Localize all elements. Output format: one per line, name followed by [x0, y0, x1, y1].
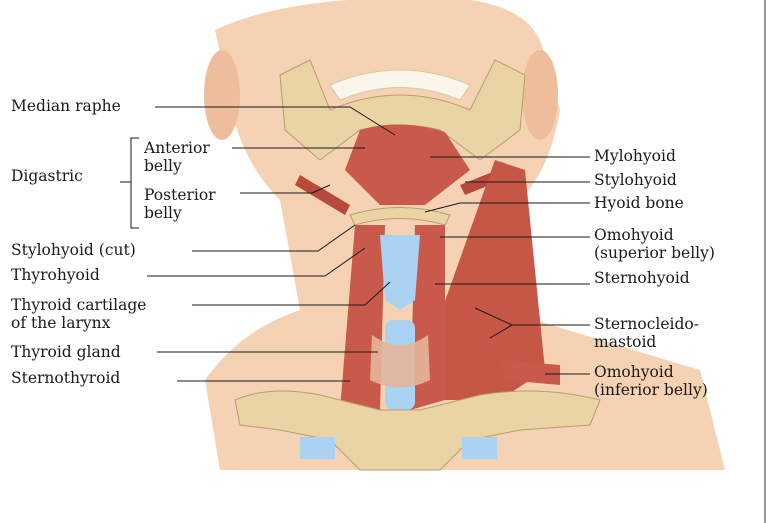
label-posterior-belly-line1: Posterior: [144, 186, 216, 204]
label-sternocleidomastoid-line2: mastoid: [594, 333, 657, 351]
label-median-raphe: Median raphe: [11, 97, 121, 115]
label-hyoid-bone: Hyoid bone: [594, 194, 684, 212]
label-omohyoid-superior-line1: Omohyoid: [594, 226, 674, 244]
label-thyrohyoid: Thyrohyoid: [11, 266, 100, 284]
leader-sternocleidomastoid: [474, 307, 590, 339]
thyroid-gland: [370, 335, 430, 388]
digastric-bracket: [120, 137, 139, 229]
leader-thyroid-cartilage: [192, 281, 391, 306]
thyroid-cartilage: [380, 235, 420, 310]
leader-posterior-belly: [240, 184, 331, 194]
left-costal-cartilage: [300, 437, 335, 459]
label-posterior-belly: Posterior belly: [144, 186, 216, 222]
label-thyroid-cartilage: Thyroid cartilage of the larynx: [11, 296, 146, 332]
label-omohyoid-inferior: Omohyoid (inferior belly): [594, 363, 708, 399]
label-posterior-belly-line2: belly: [144, 204, 182, 222]
mylohyoid-muscle: [345, 124, 470, 205]
label-sternocleidomastoid-line1: Sternocleido-: [594, 315, 700, 333]
leader-thyrohyoid: [147, 247, 366, 277]
leader-hyoid-bone: [424, 202, 590, 213]
label-sternohyoid: Sternohyoid: [594, 269, 690, 287]
label-stylohyoid-cut: Stylohyoid (cut): [11, 241, 136, 259]
label-sternothyroid: Sternothyroid: [11, 369, 121, 387]
leader-median-raphe: [155, 106, 396, 136]
label-omohyoid-inferior-line1: Omohyoid: [594, 363, 674, 381]
label-omohyoid-superior-line2: (superior belly): [594, 244, 715, 262]
leader-stylohyoid-cut: [192, 224, 356, 252]
label-omohyoid-inferior-line2: (inferior belly): [594, 381, 708, 399]
clavicles-sternum: [234, 390, 601, 471]
label-thyroid-cartilage-line2: of the larynx: [11, 314, 111, 332]
teeth: [329, 69, 471, 101]
label-sternocleidomastoid: Sternocleido- mastoid: [594, 315, 699, 351]
label-mylohyoid: Mylohyoid: [594, 147, 676, 165]
label-thyroid-cartilage-line1: Thyroid cartilage: [11, 296, 147, 314]
omohyoid-inferior: [500, 360, 560, 385]
stylohyoid-muscle: [295, 175, 350, 215]
label-anterior-belly-line1: Anterior: [144, 139, 210, 157]
leader-lines: [120, 106, 590, 382]
label-digastric: Digastric: [11, 167, 83, 185]
left-ear: [204, 50, 240, 140]
label-omohyoid-superior: Omohyoid (superior belly): [594, 226, 715, 262]
label-thyroid-gland: Thyroid gland: [11, 343, 121, 361]
right-costal-cartilage: [462, 437, 497, 459]
label-anterior-belly: Anterior belly: [144, 139, 210, 175]
label-anterior-belly-line2: belly: [144, 157, 182, 175]
right-ear: [522, 50, 558, 140]
label-stylohyoid: Stylohyoid: [594, 171, 677, 189]
